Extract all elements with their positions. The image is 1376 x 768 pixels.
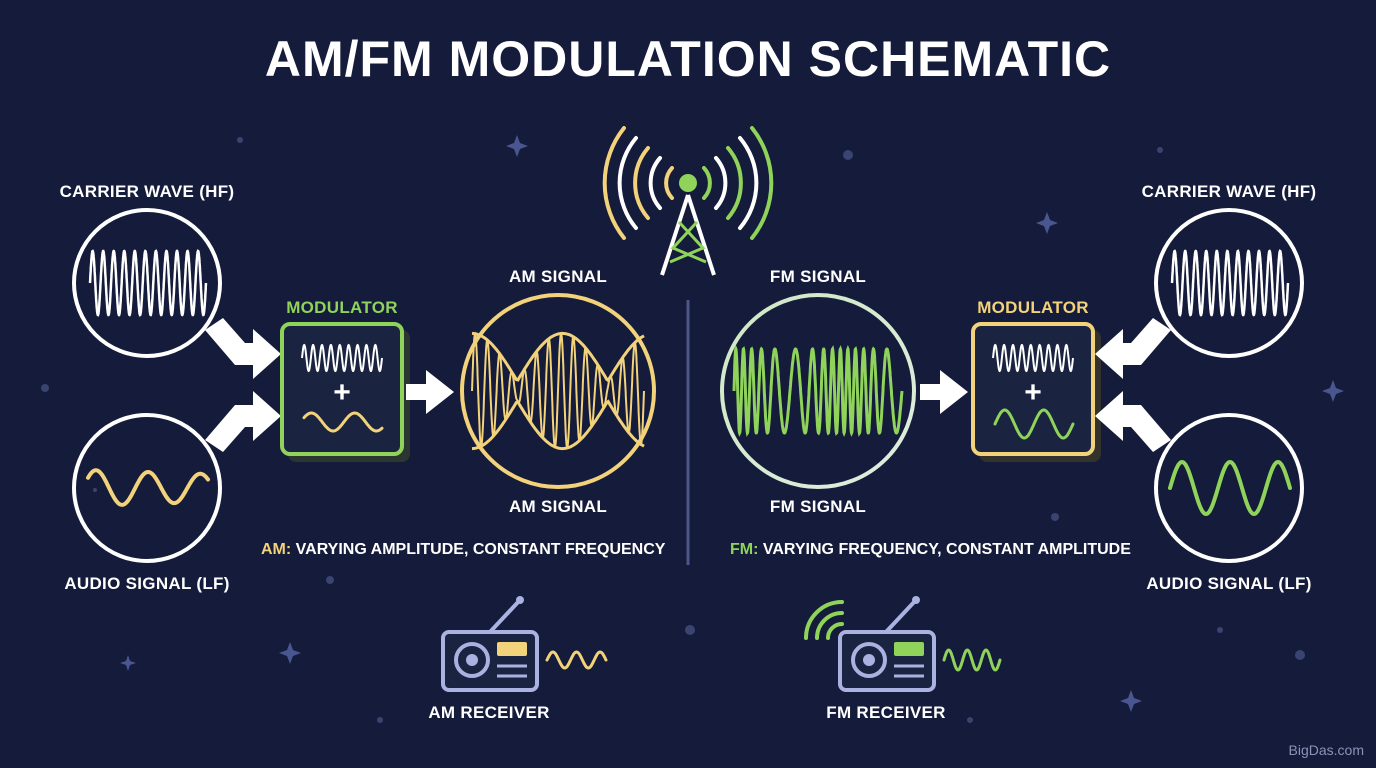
fm-audio-wave <box>1168 459 1292 517</box>
am-note-tag: AM: <box>261 541 292 558</box>
watermark: BigDas.com <box>1288 742 1364 758</box>
am-audio-wave <box>86 468 210 507</box>
am-receiver-label: AM RECEIVER <box>428 703 550 722</box>
fm-receiver-label: FM RECEIVER <box>826 703 946 722</box>
fm-note-tag: FM: <box>730 541 759 558</box>
fm-receiver-icon <box>804 596 1002 692</box>
fm-audio-circle <box>1154 413 1304 563</box>
am-modulator-label: MODULATOR <box>286 298 398 317</box>
am-note: AM: VARYING AMPLITUDE, CONSTANT FREQUENC… <box>261 541 665 559</box>
fm-note-text: VARYING FREQUENCY, CONSTANT AMPLITUDE <box>758 541 1131 558</box>
fm-signal-label-bottom: FM SIGNAL <box>769 497 867 516</box>
radio-tower-icon <box>602 126 774 276</box>
fm-note: FM: VARYING FREQUENCY, CONSTANT AMPLITUD… <box>730 541 1131 559</box>
fm-output-arrow <box>920 370 968 414</box>
am-audio-circle <box>72 413 222 563</box>
am-carrier-circle <box>72 208 222 358</box>
fm-carrier-label: CARRIER WAVE (HF) <box>1141 182 1317 201</box>
am-input-arrows <box>205 318 281 452</box>
fm-receiver-wave <box>942 648 1002 672</box>
fm-plus-icon: + <box>1024 376 1042 409</box>
fm-modulator-carrier-icon <box>992 343 1074 373</box>
am-modulator-box: + <box>280 322 410 462</box>
am-signal-label-bottom: AM SIGNAL <box>508 497 608 516</box>
am-output-arrow <box>406 370 454 414</box>
fm-input-arrows <box>1095 318 1171 452</box>
am-receiver-wave <box>545 650 608 670</box>
fm-modulator-audio-icon <box>993 408 1075 440</box>
fm-audio-label: AUDIO SIGNAL (LF) <box>1146 574 1312 593</box>
am-carrier-label: CARRIER WAVE (HF) <box>59 182 235 201</box>
am-modulated-wave <box>471 331 645 450</box>
am-carrier-wave <box>88 249 208 317</box>
am-modulator-audio-icon <box>302 411 384 433</box>
fm-signal-label-top: FM SIGNAL <box>769 267 867 286</box>
am-plus-icon: + <box>333 376 351 409</box>
fm-carrier-circle <box>1154 208 1304 358</box>
am-signal-label-top: AM SIGNAL <box>508 267 608 286</box>
fm-signal-circle <box>720 293 916 489</box>
fm-modulated-wave <box>732 344 904 438</box>
page-title: AM/FM MODULATION SCHEMATIC <box>264 31 1112 87</box>
am-audio-label: AUDIO SIGNAL (LF) <box>64 574 230 593</box>
am-receiver-icon <box>441 596 608 692</box>
am-note-text: VARYING AMPLITUDE, CONSTANT FREQUENCY <box>291 541 666 558</box>
am-modulator-carrier-icon <box>301 343 383 373</box>
am-signal-circle <box>460 293 656 489</box>
fm-modulator-label: MODULATOR <box>977 298 1089 317</box>
fm-carrier-wave <box>1170 249 1290 317</box>
fm-modulator-box: + <box>971 322 1101 462</box>
